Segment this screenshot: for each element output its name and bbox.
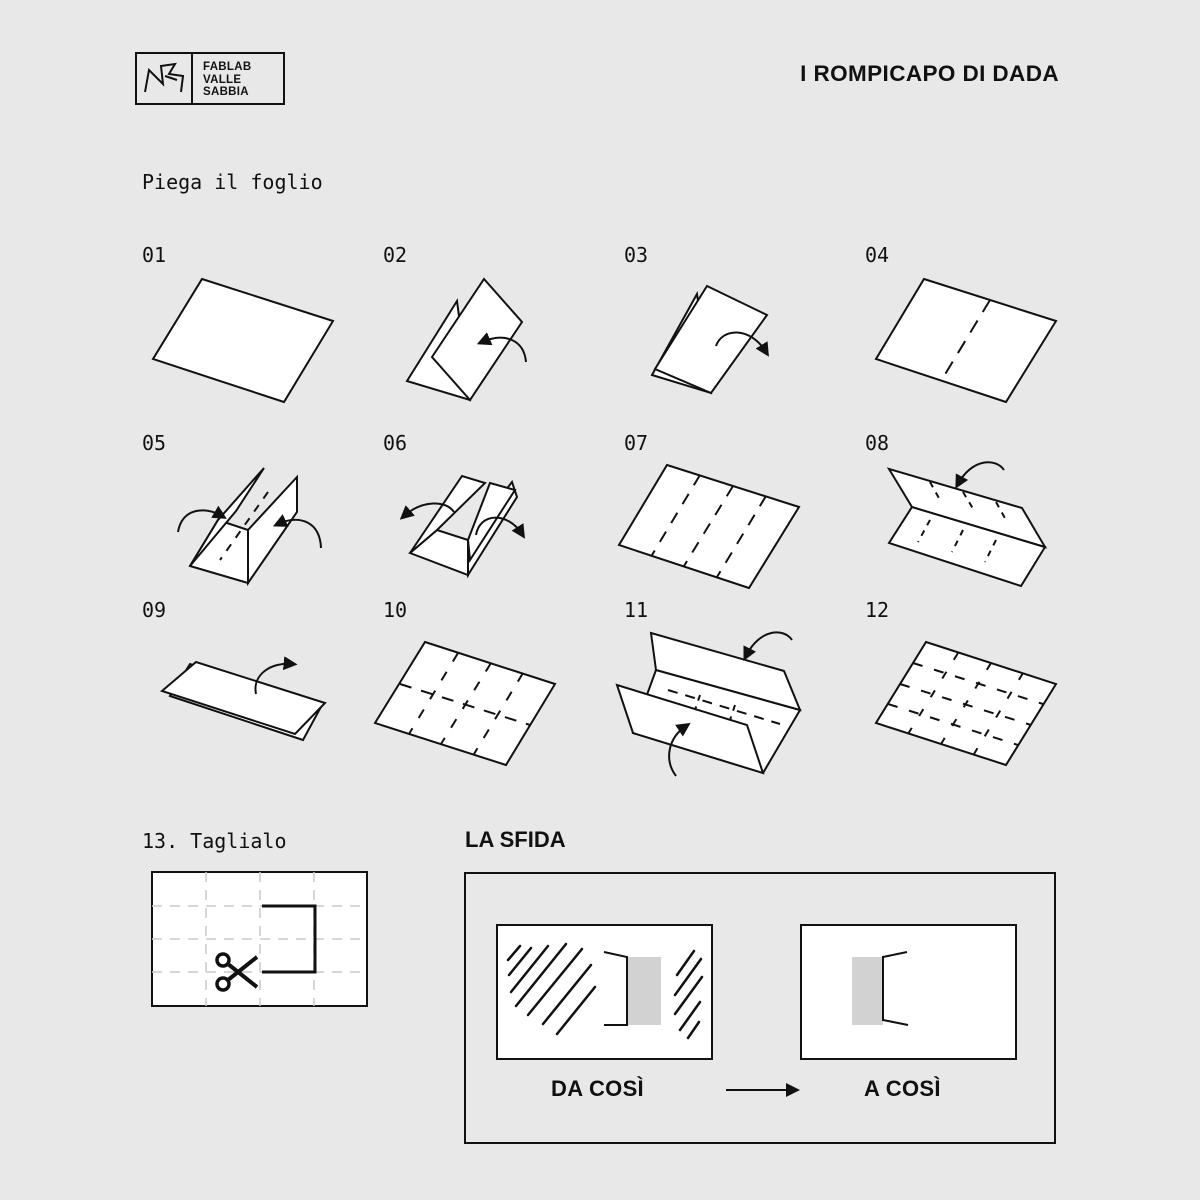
step-08-fold-lengthwise (886, 461, 1048, 588)
to-label: A COSÌ (864, 1076, 941, 1101)
step-number-03: 03 (624, 243, 649, 267)
logo-line-2: VALLE (203, 73, 242, 86)
logo-mark-icon (144, 62, 185, 93)
logo-line-3: SABBIA (203, 86, 249, 98)
logo-text: FABLAB VALLE SABBIA (203, 61, 251, 99)
instructions-subtitle: Piega il foglio (142, 170, 323, 194)
step-07-three-creases (617, 463, 801, 590)
step-number-04: 04 (865, 243, 890, 267)
step-01-sheet (151, 277, 335, 404)
challenge-title: LA SFIDA (465, 827, 566, 852)
step-number-07: 07 (624, 431, 649, 455)
step-number-05: 05 (142, 431, 167, 455)
step-number-01: 01 (142, 243, 167, 267)
logo-divider (191, 54, 193, 103)
direction-arrow-icon (726, 1083, 800, 1097)
step-number-10: 10 (383, 598, 408, 622)
step-number-08: 08 (865, 431, 890, 455)
challenge-panel (464, 872, 1056, 1144)
page-title: I ROMPICAPO DI DADA (800, 61, 1059, 86)
step-13-cut-sheet (151, 871, 368, 1007)
from-label: DA COSÌ (551, 1076, 644, 1101)
challenge-to-sheet (800, 924, 1017, 1060)
step-number-11: 11 (624, 598, 649, 622)
step-number-02: 02 (383, 243, 408, 267)
logo: FABLAB VALLE SABBIA (135, 52, 285, 105)
step-05-fold-edges (177, 467, 322, 587)
step-06-unfold-edges (399, 474, 526, 579)
scissors-icon (213, 951, 261, 993)
challenge-from-sheet (496, 924, 713, 1060)
step-09-unfold (159, 656, 327, 742)
step-13-label: 13. Taglialo (142, 829, 287, 853)
step-number-09: 09 (142, 598, 167, 622)
step-10-grid-creases (373, 640, 557, 767)
step-02-fold (405, 277, 527, 402)
step-number-06: 06 (383, 431, 408, 455)
step-11-fold-to-center (615, 631, 802, 777)
step-03-unfold (650, 284, 769, 395)
step-12-fine-grid (874, 640, 1058, 767)
step-number-12: 12 (865, 598, 890, 622)
logo-line-1: FABLAB (203, 61, 252, 73)
step-04-sheet-crease (874, 277, 1058, 404)
